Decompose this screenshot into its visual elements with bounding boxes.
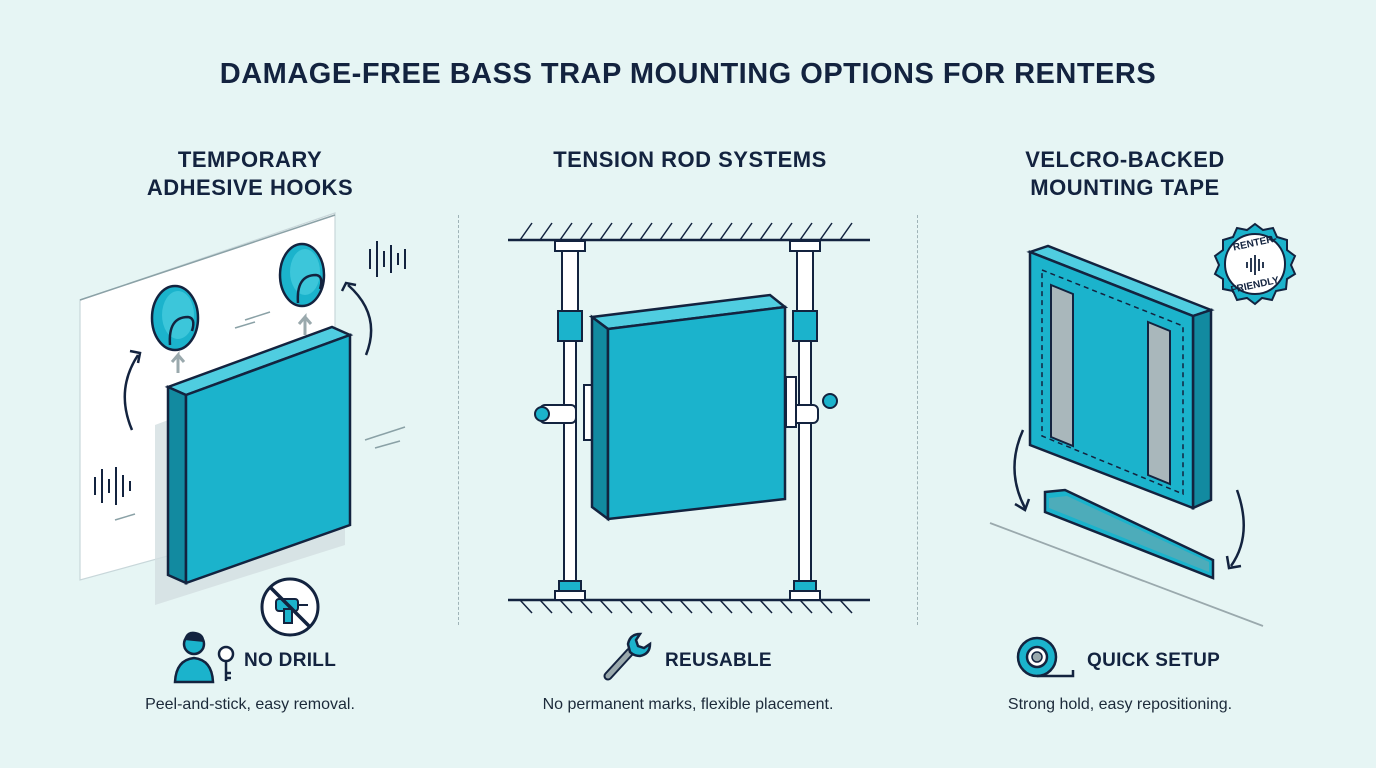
bass-trap-panel	[164, 325, 354, 585]
feature-label-quick-setup: QUICK SETUP	[1087, 650, 1221, 671]
adhesive-hook-icon	[278, 242, 326, 308]
no-drill-icon	[260, 577, 320, 637]
tension-rod-illustration	[508, 222, 870, 614]
caption-adhesive-hooks: Peel-and-stick, easy removal.	[145, 696, 355, 713]
tension-rod	[789, 240, 821, 601]
renter-friendly-badge: RENTER- FRIENDLY	[1213, 222, 1297, 306]
caption-tension-rod: No permanent marks, flexible placement.	[542, 696, 834, 713]
rod-clamp	[781, 376, 838, 428]
person-icon	[173, 631, 215, 684]
column-title-velcro-tape: VELCRO-BACKED MOUNTING TAPE	[960, 146, 1290, 202]
sound-wave-icon	[369, 241, 406, 277]
key-icon	[217, 645, 235, 681]
adhesive-hooks-illustration	[79, 212, 406, 605]
wrench-icon	[603, 632, 652, 681]
column-title-line: VELCRO-BACKED	[1025, 147, 1225, 172]
tape-roll-icon	[1016, 636, 1075, 678]
velcro-tape-illustration	[989, 244, 1264, 627]
page-title: DAMAGE-FREE BASS TRAP MOUNTING OPTIONS F…	[219, 58, 1157, 90]
column-divider	[917, 215, 918, 625]
column-divider	[458, 215, 459, 625]
feature-label-reusable: REUSABLE	[665, 650, 772, 671]
wall-edge	[79, 214, 336, 301]
floor-line	[989, 522, 1264, 627]
column-title-line: MOUNTING TAPE	[1030, 175, 1220, 200]
sound-wave-icon	[94, 467, 131, 505]
bass-trap-panel	[588, 293, 789, 522]
column-title-line: ADHESIVE HOOKS	[146, 175, 354, 200]
adhesive-hook-icon	[150, 284, 200, 352]
caption-velcro-tape: Strong hold, easy repositioning.	[1007, 696, 1233, 713]
velcro-strip	[1050, 283, 1171, 486]
feature-label-no-drill: NO DRILL	[244, 650, 337, 671]
column-title-adhesive-hooks: TEMPORARY ADHESIVE HOOKS	[100, 146, 400, 202]
velcro-strip	[1043, 488, 1215, 580]
column-title-line: TENSION ROD SYSTEMS	[553, 147, 827, 172]
column-title-tension-rod: TENSION ROD SYSTEMS	[520, 146, 860, 174]
column-title-line: TEMPORARY	[177, 147, 323, 172]
badge-seal-icon	[1213, 222, 1297, 306]
tension-rod	[554, 240, 586, 601]
